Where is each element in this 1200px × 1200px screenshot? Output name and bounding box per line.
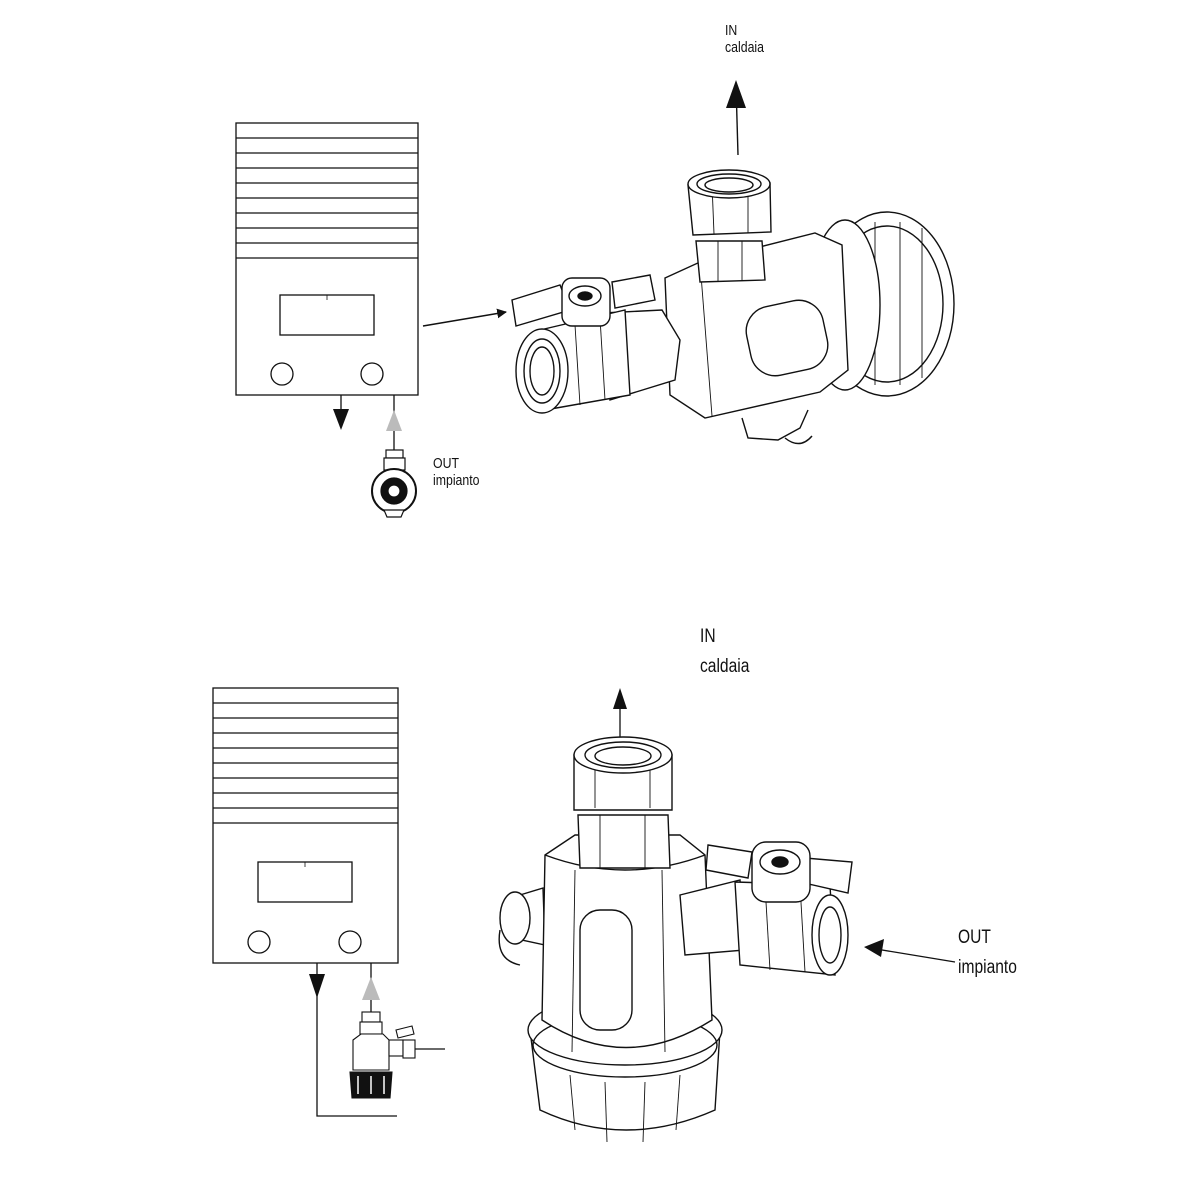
connection-arrow-top [422, 308, 507, 327]
flow-out-arrow-bottom [309, 974, 325, 998]
out-arrow-bottom [864, 939, 884, 957]
in-label-line1: IN [725, 22, 738, 39]
bottom-magnetic-filter [498, 736, 853, 1143]
in-arrow-top [726, 80, 746, 108]
in-label-line2: caldaia [700, 656, 750, 678]
out-impianto-label-bottom: OUT impianto [958, 923, 1017, 984]
flow-return-arrow-bottom [362, 977, 380, 1000]
boiler-knob-right [338, 930, 362, 954]
boiler-knob-left [270, 362, 294, 386]
bottom-mini-filter [349, 1011, 445, 1099]
out-label-line2: impianto [958, 957, 1017, 979]
in-caldaia-label-top: IN caldaia [725, 22, 764, 57]
in-caldaia-label-bottom: IN caldaia [700, 622, 749, 683]
out-label-line1: OUT [958, 927, 991, 948]
in-label-line1: IN [700, 626, 716, 647]
boiler-knob-right [360, 362, 384, 386]
top-mini-filter [371, 449, 417, 518]
out-impianto-label-top: OUT impianto [433, 455, 479, 490]
flow-return-arrow [386, 410, 402, 431]
bottom-boiler [212, 687, 399, 964]
top-magnetic-filter [511, 169, 955, 445]
out-label-line2: impianto [433, 472, 480, 490]
in-label-line2: caldaia [725, 39, 764, 57]
boiler-knob-left [247, 930, 271, 954]
top-boiler [235, 122, 419, 396]
out-label-line1: OUT [433, 455, 459, 472]
flow-out-arrow [333, 409, 349, 430]
in-arrow-bottom [613, 688, 627, 709]
